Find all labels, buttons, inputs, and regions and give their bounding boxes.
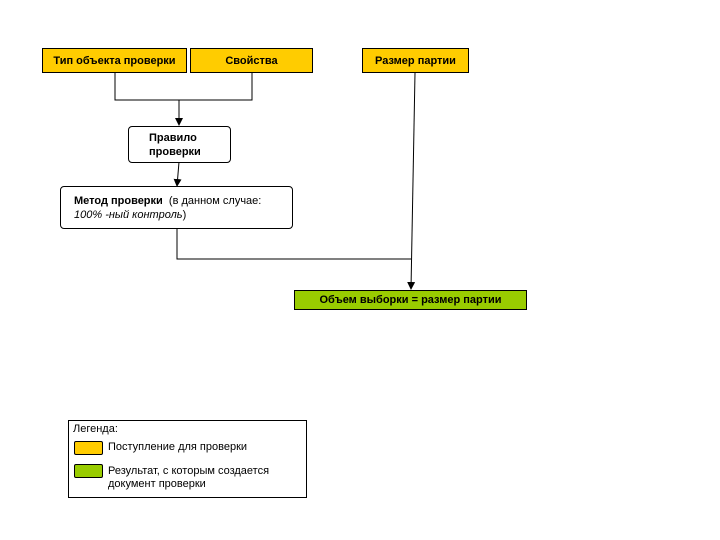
method-box: Метод проверки (в данном случае: 100% -н… — [60, 186, 293, 229]
legend-item-input-text: Поступление для проверки — [108, 441, 248, 453]
legend-box: Легенда: Поступление для проверки Резуль… — [68, 420, 307, 498]
rule-line-2: проверки — [149, 146, 201, 158]
rule-line-1: Правило — [149, 132, 197, 144]
rule-box: Правило проверки — [128, 126, 231, 163]
result-box: Объем выборки = размер партии — [294, 290, 527, 310]
method-title: Метод проверки — [74, 195, 163, 207]
input-box-lot-size: Размер партии — [362, 48, 469, 73]
input-box-properties: Свойства — [190, 48, 313, 73]
legend-item-result-line-2: документ проверки — [108, 478, 206, 490]
method-to-result-connector — [176, 228, 411, 260]
properties-label: Свойства — [225, 54, 278, 67]
method-note-italic: 100% -ный контроль — [74, 209, 183, 221]
arrow-lot-to-result — [407, 72, 416, 290]
merge-connector — [114, 73, 253, 101]
lot-size-label: Размер партии — [375, 54, 456, 67]
method-note-prefix: (в данном случае: — [168, 195, 262, 207]
legend-title: Легенда: — [73, 423, 118, 435]
result-label: Объем выборки = размер партии — [319, 294, 502, 306]
method-line-1: Метод проверки (в данном случае: — [74, 194, 292, 208]
input-box-object-type: Тип объекта проверки — [42, 48, 187, 73]
arrow-rule-to-method — [173, 161, 182, 187]
method-note-suffix: ) — [182, 209, 187, 221]
object-type-label: Тип объекта проверки — [53, 54, 176, 67]
legend-swatch-result — [74, 464, 103, 478]
method-line-2: 100% -ный контроль) — [74, 208, 292, 222]
legend-swatch-input — [74, 441, 103, 455]
legend-item-result-line-1: Результат, с которым создается — [108, 465, 270, 477]
